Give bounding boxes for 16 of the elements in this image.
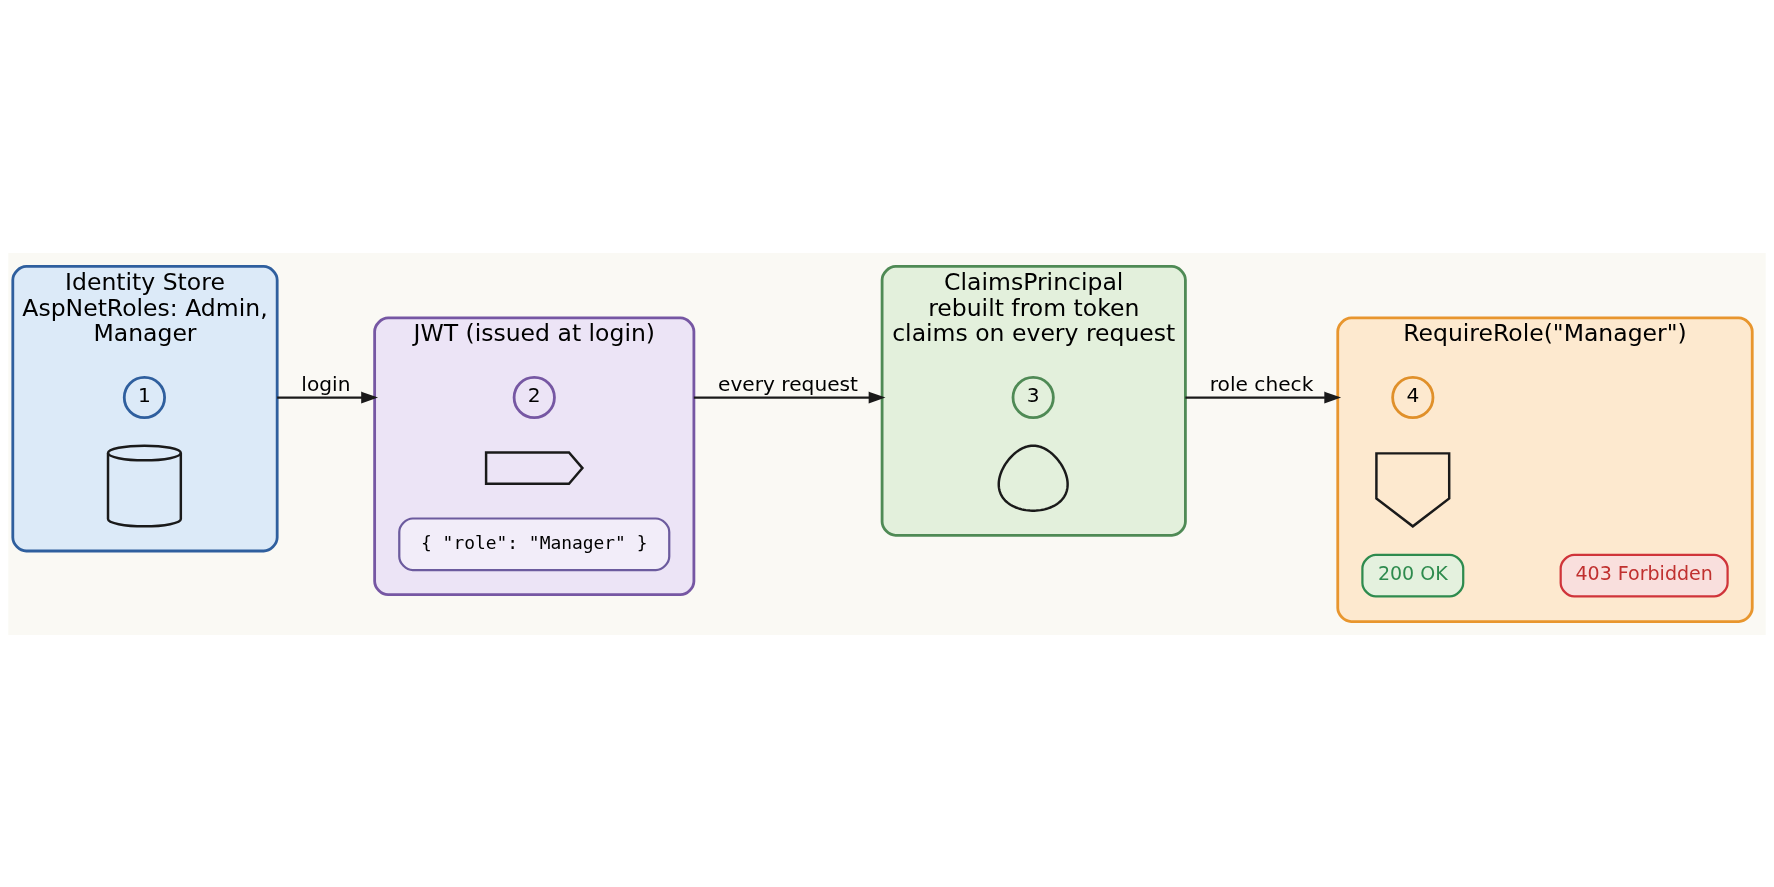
node-box: 403 Forbidden: [1559, 553, 1729, 597]
arrow: [1185, 391, 1342, 403]
node-picture: [1375, 451, 1451, 528]
node-circle: 4: [1391, 375, 1435, 419]
node-box: 200 OK: [1361, 553, 1465, 597]
node-circle: 2: [512, 375, 556, 419]
edge-label: every request: [718, 371, 858, 396]
node-box: { "role": "Manager" }: [398, 516, 671, 571]
edge-label: role check: [1209, 371, 1314, 396]
arrow: [693, 391, 886, 403]
node-person: [997, 443, 1069, 512]
arrow: [277, 391, 379, 403]
node-circle: 1: [122, 375, 166, 419]
node-picture: [484, 450, 585, 485]
node-circle: 3: [1011, 375, 1055, 419]
edge-label: login: [301, 371, 351, 396]
